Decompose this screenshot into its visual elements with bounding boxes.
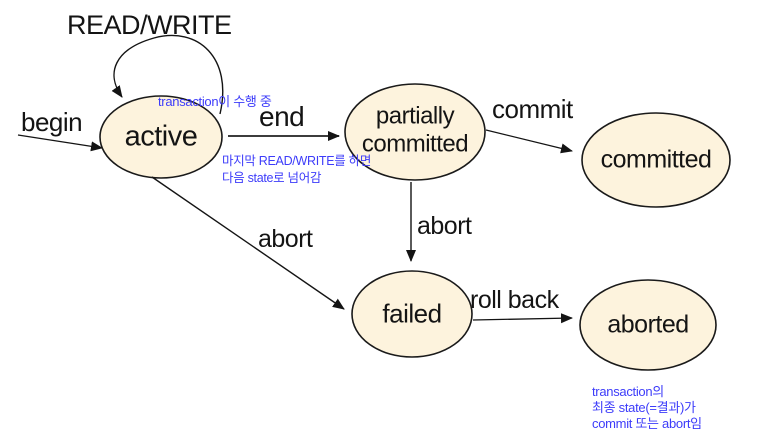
- transition-label-commit: commit: [492, 94, 573, 124]
- arrow-begin: [17, 134, 103, 152]
- state-label-committed: committed: [600, 145, 712, 174]
- annotation-line: 마지막 READ/WRITE를 하면: [222, 154, 372, 168]
- state-partially-committed: [344, 83, 486, 181]
- arrow-abort-from-active: [151, 176, 345, 310]
- state-label-failed: failed: [382, 298, 442, 329]
- transition-label-end: end: [259, 101, 305, 132]
- transition-label-roll-back: roll back: [470, 286, 559, 314]
- state-label-partially-committed: partially committed: [361, 102, 469, 158]
- transition-label-abort-vertical: abort: [417, 212, 472, 240]
- transition-label-abort-diagonal: abort: [258, 225, 313, 253]
- state-committed: [581, 112, 731, 208]
- state-active: [99, 95, 223, 179]
- annotation-final-note: transaction의 최종 state(=결과)가 commit 또는 ab…: [592, 384, 702, 432]
- annotation-active-note: transaction이 수행 중: [158, 94, 272, 110]
- state-label-aborted: aborted: [607, 310, 689, 339]
- annotation-line: 다음 state로 넘어감: [222, 171, 322, 185]
- state-failed: [351, 270, 473, 358]
- annotation-line: transaction이 수행 중: [158, 94, 272, 109]
- arrow-read-write-self-loop: [111, 34, 224, 115]
- annotation-line: transaction의: [592, 384, 664, 399]
- annotation-end-note: 마지막 READ/WRITE를 하면 다음 state로 넘어감: [222, 153, 371, 187]
- state-label-active: active: [124, 120, 198, 153]
- annotation-line: 최종 state(=결과)가: [592, 400, 696, 415]
- transition-label-begin: begin: [21, 107, 83, 137]
- state-aborted: [579, 279, 717, 371]
- transition-label-read-write: READ/WRITE: [67, 10, 232, 40]
- arrow-commit: [485, 129, 573, 154]
- annotation-line: commit 또는 abort임: [592, 416, 702, 431]
- arrow-roll-back: [472, 313, 573, 324]
